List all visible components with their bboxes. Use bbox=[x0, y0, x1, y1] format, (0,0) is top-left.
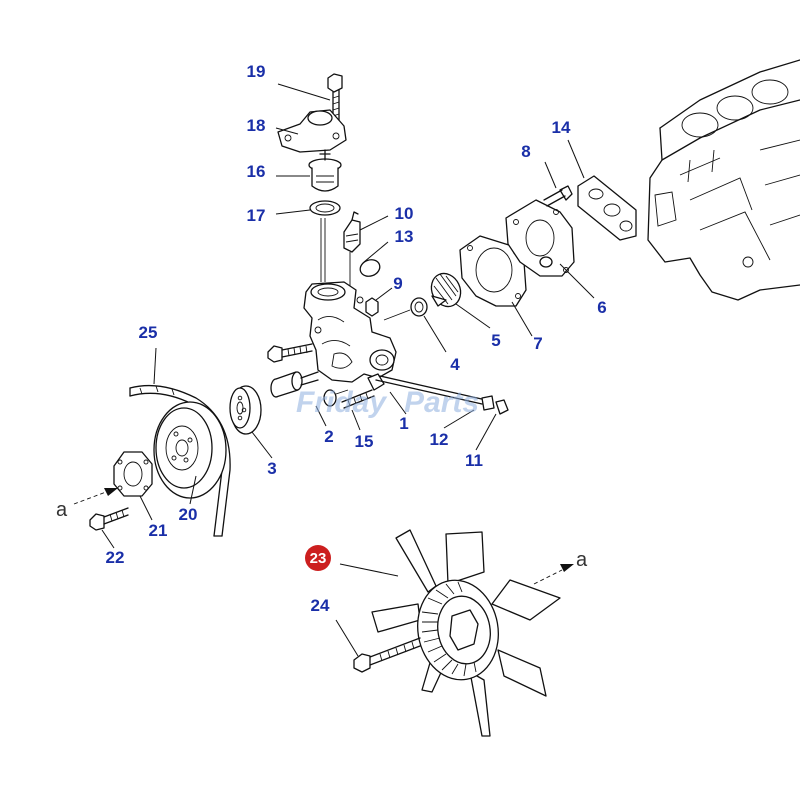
highlight-badge-23 bbox=[305, 545, 331, 571]
housing-bolt-drawing bbox=[267, 343, 313, 363]
callout-6[interactable]: 6 bbox=[597, 298, 606, 317]
fan-23-drawing bbox=[371, 529, 561, 737]
callout-21[interactable]: 21 bbox=[149, 521, 168, 540]
watermark: Friday Parts bbox=[296, 386, 479, 419]
gasket-7-drawing bbox=[459, 235, 527, 307]
bolt-8-drawing bbox=[543, 185, 573, 207]
bolt-22-drawing bbox=[89, 507, 129, 531]
plug-9-drawing bbox=[365, 297, 379, 317]
callout-4[interactable]: 4 bbox=[450, 355, 460, 374]
watermark-text-right: Parts bbox=[404, 386, 479, 419]
callout-5[interactable]: 5 bbox=[491, 331, 500, 350]
callout-25[interactable]: 25 bbox=[139, 323, 158, 342]
callout-20[interactable]: 20 bbox=[179, 505, 198, 524]
impeller-5-drawing bbox=[430, 272, 462, 308]
bolt-24-drawing bbox=[353, 637, 421, 673]
callout-10[interactable]: 10 bbox=[395, 204, 414, 223]
bolt-19-drawing bbox=[327, 73, 343, 123]
arrow-a-left-drawing bbox=[73, 488, 118, 505]
watermark-text-left: Friday bbox=[296, 386, 387, 419]
pulley-3-drawing bbox=[229, 385, 262, 435]
callout-11[interactable]: 11 bbox=[465, 451, 483, 470]
engine-block-drawing bbox=[647, 59, 800, 301]
sensor-10-drawing bbox=[343, 211, 361, 290]
water-pump-housing-drawing bbox=[303, 281, 397, 391]
bolts-11-12-drawing bbox=[375, 375, 509, 415]
plate-6-drawing bbox=[505, 199, 575, 277]
callout-23[interactable]: 23 bbox=[310, 550, 327, 567]
seal-4-drawing bbox=[383, 297, 428, 321]
callout-12[interactable]: 12 bbox=[430, 430, 449, 449]
callout-24[interactable]: 24 bbox=[311, 596, 330, 615]
arrow-label-left: a bbox=[56, 499, 68, 521]
thermostat-cover-18-drawing bbox=[277, 109, 347, 153]
seal-17-drawing bbox=[309, 200, 341, 282]
callout-8[interactable]: 8 bbox=[521, 142, 530, 161]
leader-lines bbox=[101, 83, 595, 657]
arrow-a-right-drawing bbox=[533, 564, 574, 585]
callout-labels: 1 2 3 4 5 6 7 8 9 10 11 12 13 14 15 16 1… bbox=[106, 62, 607, 615]
shaft-2-drawing bbox=[270, 371, 349, 407]
thermostat-16-drawing bbox=[308, 149, 342, 192]
callout-3[interactable]: 3 bbox=[267, 459, 276, 478]
callout-15[interactable]: 15 bbox=[355, 432, 374, 451]
callout-2[interactable]: 2 bbox=[324, 427, 333, 446]
pulley-20-drawing bbox=[153, 401, 227, 499]
callout-17[interactable]: 17 bbox=[247, 206, 266, 225]
callout-16[interactable]: 16 bbox=[247, 162, 266, 181]
callout-22[interactable]: 22 bbox=[106, 548, 125, 567]
spacer-21-drawing bbox=[113, 451, 153, 497]
callout-14[interactable]: 14 bbox=[552, 118, 571, 137]
o-ring-13-drawing bbox=[359, 259, 381, 277]
bolt-15-drawing bbox=[341, 389, 375, 409]
callout-19[interactable]: 19 bbox=[247, 62, 266, 81]
callout-9[interactable]: 9 bbox=[393, 274, 402, 293]
callout-18[interactable]: 18 bbox=[247, 116, 266, 135]
callout-13[interactable]: 13 bbox=[395, 227, 414, 246]
callout-1[interactable]: 1 bbox=[399, 414, 408, 433]
callout-7[interactable]: 7 bbox=[533, 334, 542, 353]
arrow-label-right: a bbox=[576, 549, 588, 571]
gasket-14-drawing bbox=[577, 175, 637, 241]
